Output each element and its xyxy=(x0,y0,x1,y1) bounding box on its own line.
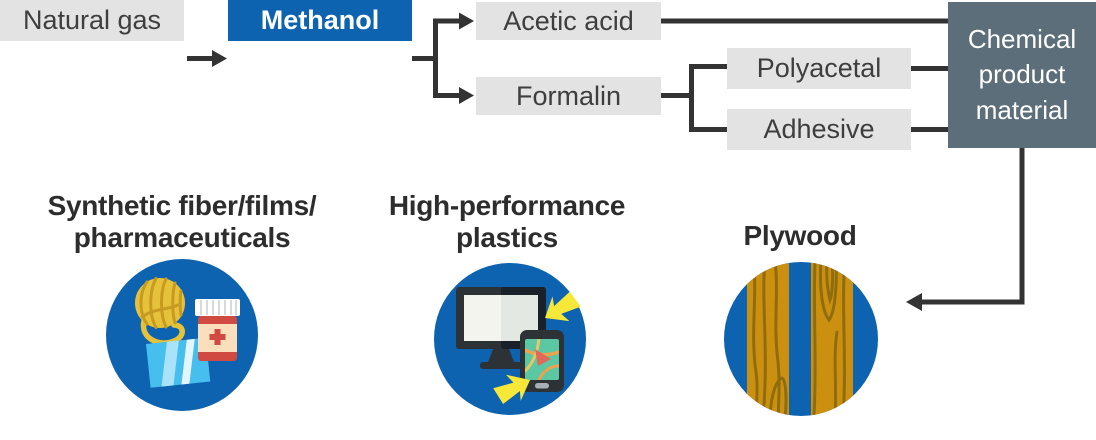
label-high-performance-plastics: High-performance plastics xyxy=(371,190,643,254)
node-natural-gas: Natural gas xyxy=(0,0,184,41)
node-chemical-product-material: Chemical product material xyxy=(948,2,1096,148)
smartphone-gps-icon xyxy=(520,330,564,392)
node-adhesive: Adhesive xyxy=(727,109,911,150)
plywood-board-icon xyxy=(724,262,878,416)
wood-planks xyxy=(747,262,853,416)
connector-formalin-branch xyxy=(689,64,727,132)
label-synthetic-fiber: Synthetic fiber/films/ pharmaceuticals xyxy=(8,190,356,254)
label-line: Plywood xyxy=(743,220,857,251)
yarn-ball-icon xyxy=(135,277,185,346)
connector-chemical-plywood xyxy=(922,146,1025,305)
label-line: High-performance xyxy=(388,190,626,221)
arrowhead-to-aceticacid xyxy=(459,12,474,30)
film-icon xyxy=(146,337,211,388)
label-line: plastics xyxy=(456,222,558,254)
fiber-films-pharma-icon xyxy=(106,259,258,411)
arrowhead-to-formalin xyxy=(459,87,474,104)
connector-methanol-branch xyxy=(433,18,461,98)
arrowhead-to-plywood xyxy=(906,293,922,311)
node-methanol: Methanol xyxy=(228,0,412,41)
node-polyacetal: Polyacetal xyxy=(727,48,911,89)
pill-bottle-icon xyxy=(195,299,240,361)
arrowhead-to-methanol xyxy=(212,50,227,67)
label-line: pharmaceuticals xyxy=(73,222,291,254)
label-line: Synthetic fiber/films/ xyxy=(47,190,317,221)
label-plywood: Plywood xyxy=(700,220,900,252)
high-performance-plastics-icon xyxy=(434,263,586,415)
node-acetic-acid: Acetic acid xyxy=(476,2,661,40)
node-formalin: Formalin xyxy=(476,77,661,115)
impact-arrows-icon xyxy=(493,291,581,404)
